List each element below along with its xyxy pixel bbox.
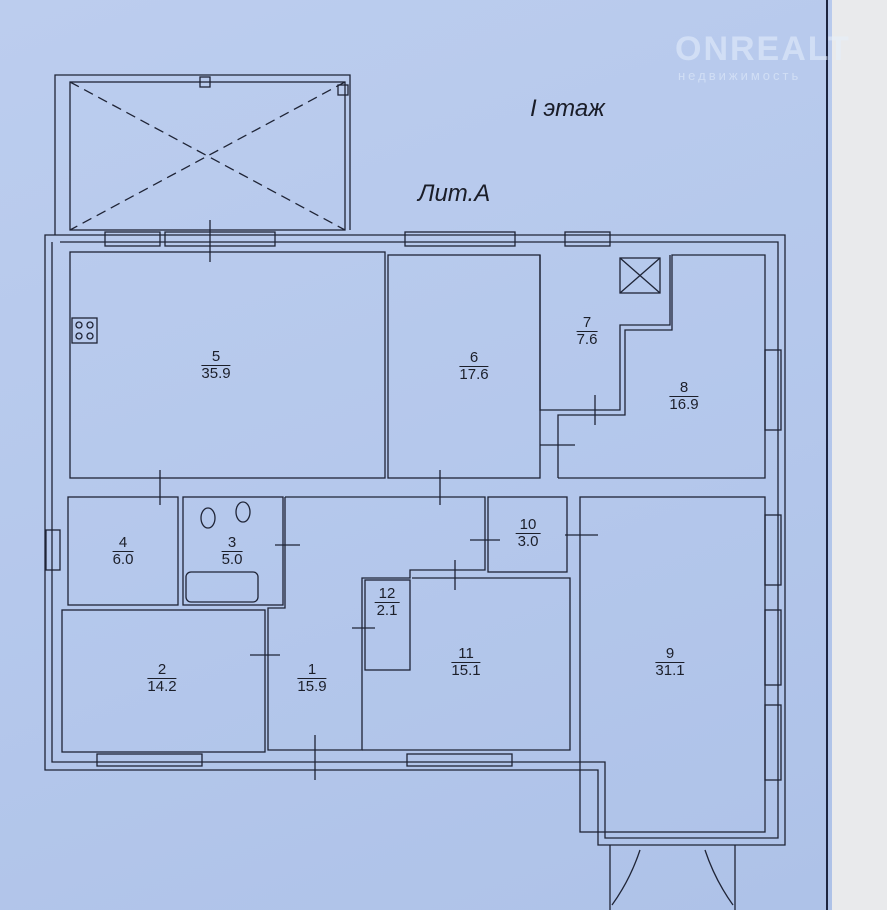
outer-wall [44,234,786,846]
paper-edge [826,0,828,910]
door-marks [159,220,598,780]
floor-title: I этаж [530,95,605,122]
plan-paper [0,0,832,910]
terrace [54,74,351,235]
entrance-door [609,845,736,910]
windows [45,231,782,781]
watermark-logo: ONREALT [675,30,851,68]
building-letter: Лит.А [418,180,491,207]
watermark-tagline: недвижимость [678,68,802,83]
